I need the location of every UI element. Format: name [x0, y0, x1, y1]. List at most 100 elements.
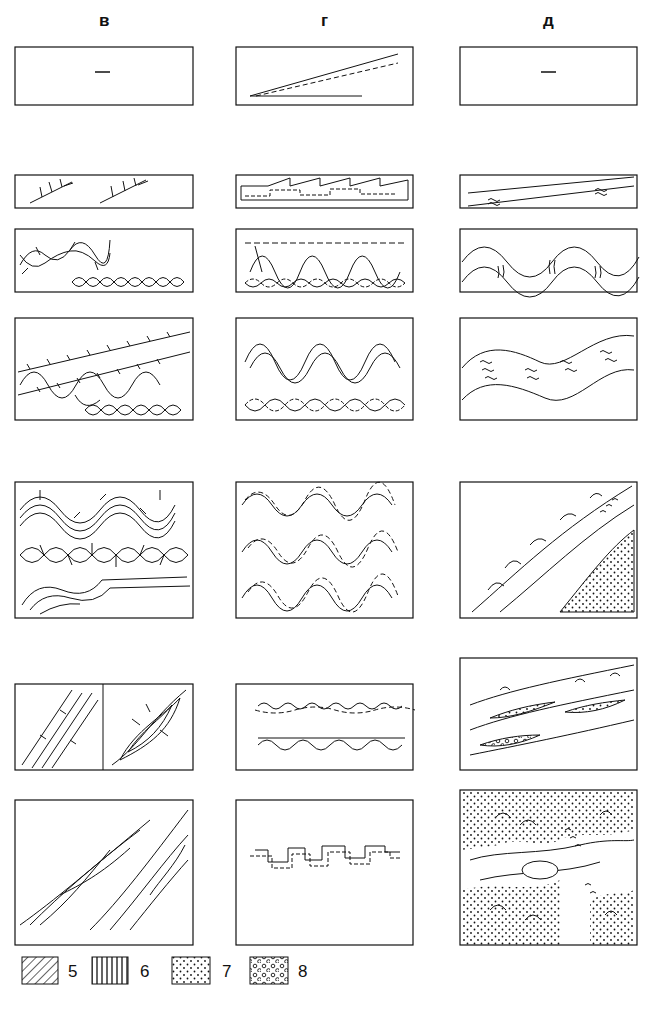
sketch-stroke	[490, 811, 617, 920]
sketch-stroke	[112, 690, 186, 765]
sketch-stroke	[480, 351, 617, 380]
sketch-stroke	[20, 548, 188, 563]
sketch-stroke	[27, 332, 170, 392]
column-header: д	[543, 12, 554, 29]
sketch-stroke	[245, 344, 395, 380]
sketch-stroke	[541, 71, 556, 73]
sketch-stroke	[236, 47, 413, 105]
sketch-stroke	[470, 665, 634, 705]
legend-number: 8	[298, 963, 307, 980]
sketch-stroke	[241, 178, 408, 200]
sketch-stroke	[250, 54, 398, 96]
sketch-stroke	[20, 372, 160, 398]
sketch-stroke	[470, 690, 634, 730]
sketch-stroke	[15, 800, 193, 945]
sketch-stroke	[250, 96, 362, 97]
sketch-stroke	[565, 700, 625, 713]
sketch-stroke	[15, 175, 193, 208]
sketch-stroke	[245, 279, 405, 287]
sketch-stroke	[40, 710, 76, 744]
sketch-stroke	[462, 267, 639, 297]
sketch-stroke	[92, 957, 128, 984]
sketch-stroke	[462, 370, 634, 401]
column-header: г	[321, 12, 328, 29]
sketch-stroke	[15, 318, 193, 420]
sketch-stroke	[20, 820, 150, 925]
sketch-stroke	[20, 513, 175, 539]
sketch-stroke	[236, 229, 413, 292]
sketch-stroke	[490, 702, 555, 718]
sketch-stroke	[20, 497, 175, 523]
sketch-stroke	[20, 505, 175, 531]
column-header: в	[99, 12, 109, 29]
sketch-stroke	[250, 957, 288, 984]
legend-number: 7	[222, 963, 231, 980]
sketch-stroke	[90, 810, 188, 930]
legend-number: 5	[68, 963, 77, 980]
sketch-stroke	[15, 229, 193, 292]
sketch-stroke	[500, 505, 634, 612]
sketch-stroke	[72, 278, 184, 287]
column-d-sketches	[462, 72, 639, 945]
sketch-stroke	[488, 493, 602, 590]
sketch-stroke	[258, 703, 402, 709]
sketch-stroke	[470, 720, 634, 755]
sketch-stroke	[245, 279, 405, 287]
sketch-stroke	[40, 490, 160, 518]
sketch-stroke	[565, 829, 596, 894]
sketch-stroke	[236, 800, 413, 945]
sketch-stroke	[120, 698, 180, 760]
sketch-stroke	[20, 251, 110, 267]
sketch-stroke	[95, 71, 110, 73]
sketch-stroke	[172, 957, 210, 984]
sketch-stroke	[40, 543, 164, 567]
frames	[15, 47, 637, 945]
sketch-stroke	[488, 189, 607, 206]
sketch-stroke	[245, 482, 395, 520]
sketch-stroke	[236, 175, 413, 208]
sketch-stroke	[258, 738, 405, 739]
sketch-stroke	[460, 47, 637, 105]
sketch-stroke	[72, 278, 184, 287]
sketch-stroke	[590, 890, 634, 945]
sketch-stroke	[245, 189, 395, 196]
sketch-stroke	[245, 399, 405, 411]
sketch-stroke	[255, 707, 415, 713]
sketch-stroke	[560, 530, 634, 612]
sketch-stroke	[480, 862, 600, 880]
sketch-stroke	[250, 852, 402, 868]
sketch-stroke	[22, 690, 98, 768]
sketch-stroke	[460, 229, 637, 292]
sketch-stroke	[248, 531, 398, 567]
column-v-sketches	[18, 72, 190, 930]
sketch-stroke	[460, 482, 637, 618]
sketch-stroke	[460, 658, 637, 770]
sketch-stroke	[128, 705, 172, 752]
sketch-stroke	[462, 880, 560, 945]
sketch-stroke	[15, 482, 193, 618]
legend-swatches	[22, 957, 288, 984]
sketch-stroke	[236, 482, 413, 618]
sketch-stroke	[20, 548, 188, 563]
sketch-stroke	[245, 399, 405, 411]
sketch-stroke	[460, 175, 637, 208]
sketch-stroke	[236, 684, 413, 770]
sketch-stroke	[522, 861, 558, 879]
sketch-stroke	[460, 318, 637, 420]
sketch-stroke	[500, 673, 620, 690]
sketch-stroke	[470, 840, 634, 860]
sketch-stroke	[30, 179, 73, 203]
sketch-stroke	[15, 684, 193, 770]
sketch-stroke	[468, 177, 634, 206]
sketch-stroke	[258, 740, 402, 750]
sketch-stroke	[462, 247, 639, 277]
sketch-stroke	[242, 494, 392, 516]
sketch-stroke	[103, 684, 104, 770]
sketch-stroke	[460, 790, 637, 945]
sketch-stroke	[22, 957, 58, 984]
column-g-sketches	[241, 54, 415, 868]
sketch-stroke	[22, 242, 98, 274]
sketch-stroke	[256, 63, 398, 96]
sketch-stroke	[248, 574, 398, 612]
